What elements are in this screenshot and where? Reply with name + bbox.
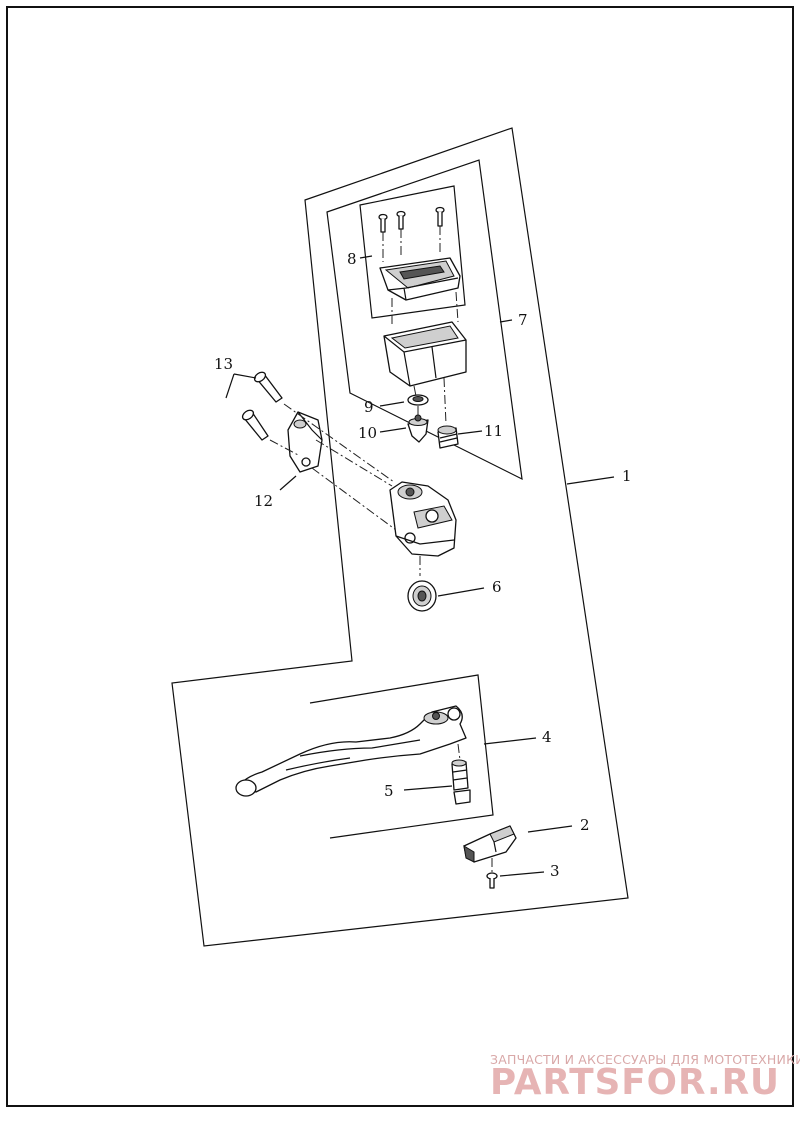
pins-13 [241,371,283,441]
callout-10: 10 [358,424,377,442]
boot-6 [407,580,437,612]
seal-9 [407,394,429,418]
float-10 [407,414,429,443]
callout-2: 2 [580,816,590,834]
cover-screws [378,206,445,262]
callout-4: 4 [542,728,552,746]
clamp-12 [287,411,323,473]
cover-outline-8 [359,185,466,319]
alignment-lines [269,403,397,531]
callout-1: 1 [622,467,632,485]
master-cylinder [389,481,457,576]
reservoir-body [383,321,467,425]
assembly-outline-1 [171,127,629,947]
callouts: 1 7 8 9 10 11 13 12 6 4 5 2 3 [214,250,632,880]
callout-5: 5 [384,782,394,800]
callout-3: 3 [550,862,560,880]
screw-3 [486,872,498,889]
watermark-tagline: ЗАПЧАСТИ И АКСЕССУАРЫ ДЛЯ МОТОТЕХНИКИ [490,1052,800,1067]
callout-9: 9 [364,398,374,416]
watermark-brand: PARTSFOR.RU [490,1062,780,1103]
callout-8: 8 [347,250,357,268]
lever-outline [309,674,494,839]
callout-6: 6 [492,578,502,596]
adjuster-5 [451,759,471,805]
page-frame [6,6,794,1107]
callout-12: 12 [254,492,273,510]
brake-lever-4 [235,705,467,797]
bushing-11 [437,425,459,449]
reservoir-cover [379,257,461,326]
callout-11: 11 [484,422,503,440]
callout-7: 7 [518,311,528,329]
watermark: ЗАПЧАСТИ И АКСЕССУАРЫ ДЛЯ МОТОТЕХНИКИ PA… [490,1052,800,1103]
callout-13: 13 [214,355,233,373]
switch-2 [463,825,517,872]
reservoir-outline-7 [326,159,523,481]
